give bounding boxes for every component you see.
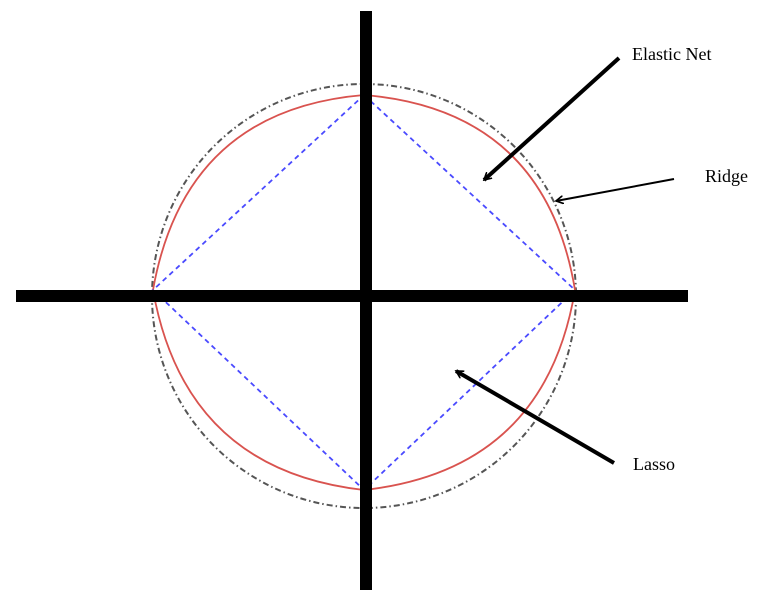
ridge-arrow bbox=[556, 178, 675, 201]
ridge-label: Ridge bbox=[705, 166, 748, 186]
elastic-net-arrow bbox=[482, 56, 621, 182]
lasso-label: Lasso bbox=[633, 454, 675, 474]
elastic-net-label: Elastic Net bbox=[632, 44, 711, 64]
lasso-arrow bbox=[456, 369, 616, 465]
